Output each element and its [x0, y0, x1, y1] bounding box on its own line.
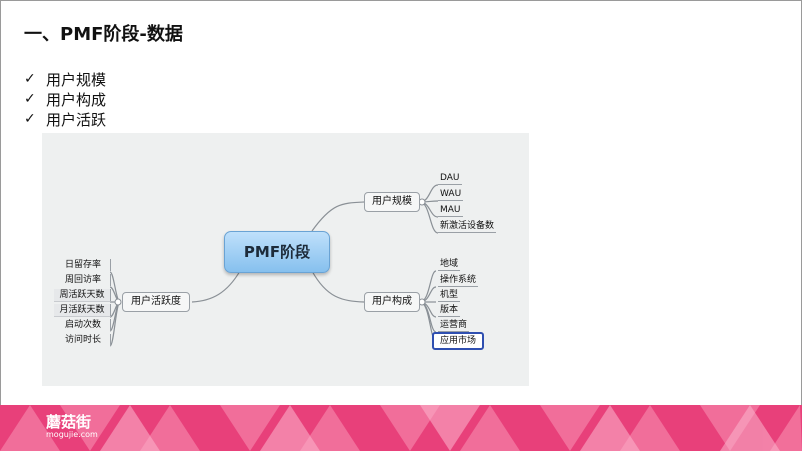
page-title: 一、PMF阶段-数据 — [24, 24, 183, 45]
check-icon: ✓ — [24, 111, 36, 127]
collapse-handle-icon — [114, 298, 122, 306]
checklist: ✓ 用户规模 ✓ 用户构成 ✓ 用户活跃 — [24, 69, 106, 129]
check-icon: ✓ — [24, 91, 36, 107]
leaf-node: MAU — [438, 205, 463, 217]
leaf-node: 访问时长 — [56, 334, 111, 346]
checklist-item: ✓ 用户规模 — [24, 69, 106, 89]
checklist-item: ✓ 用户构成 — [24, 89, 106, 109]
checklist-item-label: 用户构成 — [46, 90, 107, 109]
leaf-node: 版本 — [438, 305, 461, 317]
leaf-node: 启动次数 — [56, 319, 111, 331]
leaf-node: 月活跃天数 — [54, 304, 111, 317]
checklist-item-label: 用户活跃 — [46, 110, 107, 129]
checklist-item: ✓ 用户活跃 — [24, 109, 106, 129]
leaf-node: 运营商 — [438, 320, 470, 332]
leaf-node: 周活跃天数 — [54, 289, 111, 302]
leaf-node: 操作系统 — [438, 275, 479, 287]
check-icon: ✓ — [24, 71, 36, 87]
connector-composition — [311, 270, 365, 303]
branch-node-composition: 用户构成 — [364, 292, 420, 312]
footer-band — [0, 405, 802, 451]
branch-node-activity: 用户活跃度 — [122, 292, 190, 312]
leaf-node: 新激活设备数 — [438, 221, 497, 233]
central-node: PMF阶段 — [224, 231, 330, 273]
mind-map-connectors — [109, 184, 439, 347]
mind-map: PMF阶段 用户规模 用户构成 用户活跃度 DAU WAU MAU 新激活设备数… — [42, 133, 529, 386]
branch-node-scale: 用户规模 — [364, 192, 420, 212]
brand-logo: 蘑菇街 mogujie.com — [46, 414, 98, 439]
connector-scale — [311, 201, 365, 232]
connector-activity — [191, 270, 241, 303]
leaf-node-highlighted: 应用市场 — [432, 332, 485, 350]
leaf-node: 地域 — [438, 259, 461, 271]
leaf-node: DAU — [438, 173, 462, 185]
leaf-node: 周回访率 — [56, 274, 111, 286]
logo-text-en: mogujie.com — [46, 430, 98, 439]
connector-leaf — [109, 271, 121, 303]
leaf-node: 机型 — [438, 290, 461, 302]
leaf-node: WAU — [438, 189, 464, 201]
logo-text-cn: 蘑菇街 — [46, 413, 92, 431]
leaf-node: 日留存率 — [56, 259, 111, 271]
checklist-item-label: 用户规模 — [46, 70, 107, 89]
connector-leaf — [419, 201, 439, 234]
